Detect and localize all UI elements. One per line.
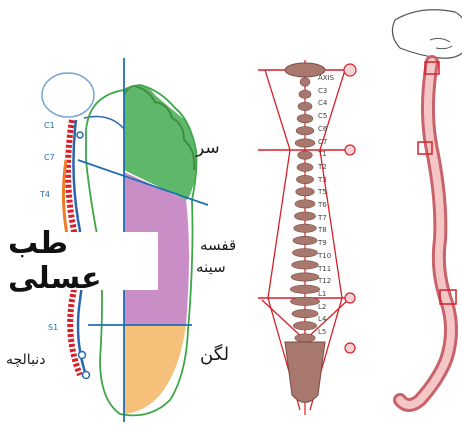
spine-label-s1: S1 (48, 323, 58, 332)
arm-sketch (84, 117, 125, 131)
vertebra-label: AXIS (318, 74, 334, 82)
vertebra-label: T3 (318, 176, 327, 184)
vertebra-label: T8 (318, 226, 327, 234)
vertebra-label: C3 (318, 87, 327, 95)
label-head: سر (196, 138, 220, 158)
vertebra (295, 334, 315, 342)
front-spine-view (258, 60, 356, 415)
watermark-box: طب عسلی (8, 232, 158, 290)
vertebra-label: T12 (318, 277, 331, 285)
sacrum (285, 342, 325, 403)
vertebra-label: T7 (318, 214, 327, 222)
jaw-sketch (430, 38, 452, 48)
vertebra (292, 309, 318, 317)
side-spine-view (392, 10, 462, 405)
vertebra-label: L1 (318, 290, 326, 298)
vertebra-label: T6 (318, 201, 327, 209)
vertebra-label: L2 (318, 303, 326, 311)
marker-sacrum (345, 343, 355, 353)
watermark-text: طب عسلی (8, 226, 158, 296)
vertebra-label: T9 (318, 239, 327, 247)
vertebra (292, 249, 317, 257)
vertebra (293, 236, 317, 244)
vertebra (297, 163, 313, 171)
vertebra-label: C7 (318, 138, 327, 146)
vertebra (300, 78, 310, 86)
label-tailbone: دنبالچه (6, 352, 45, 368)
vertebra (292, 261, 319, 269)
vertebra (297, 114, 313, 122)
label-chest-line1: قفسه (200, 236, 236, 254)
vertebra-label: C5 (318, 112, 327, 120)
vertebra-label: L5 (318, 328, 326, 336)
spine-label-c7: C7 (44, 153, 55, 162)
vertebra (293, 322, 316, 330)
head-outline (42, 73, 94, 117)
vertebra-label: T10 (318, 252, 331, 260)
vertebra (296, 175, 313, 183)
vertebra (296, 188, 315, 196)
vertebra (299, 90, 311, 98)
vertebra-label: T5 (318, 188, 327, 196)
vertebra (296, 127, 314, 135)
vertebra (295, 200, 315, 208)
vertebra (294, 224, 317, 232)
vertebra (291, 273, 319, 281)
vertebra (290, 297, 319, 305)
vertebra (298, 102, 312, 110)
vertebra-label: C4 (318, 99, 327, 107)
marker-chest (345, 145, 355, 155)
vertebra (295, 139, 315, 147)
vertebra-label: L4 (318, 315, 326, 323)
label-pelvis: لگن (200, 344, 229, 365)
marker-lumbar (345, 293, 355, 303)
vertebra-label: C6 (318, 125, 327, 133)
marker-atlas (344, 64, 356, 76)
vertebra (294, 212, 315, 220)
vertebra-label: T2 (318, 163, 327, 171)
foot-zone-pelvis (124, 325, 186, 414)
label-chest-line2: سینه (196, 258, 226, 276)
vertebra (290, 285, 319, 293)
vertebra-label: T1 (318, 150, 327, 158)
vertebra-label: T11 (318, 265, 331, 273)
vertebra (298, 151, 313, 159)
spine-label-t4: T4 (39, 190, 50, 199)
spine-label-c1: C1 (44, 121, 55, 130)
skull-outline (392, 10, 462, 58)
